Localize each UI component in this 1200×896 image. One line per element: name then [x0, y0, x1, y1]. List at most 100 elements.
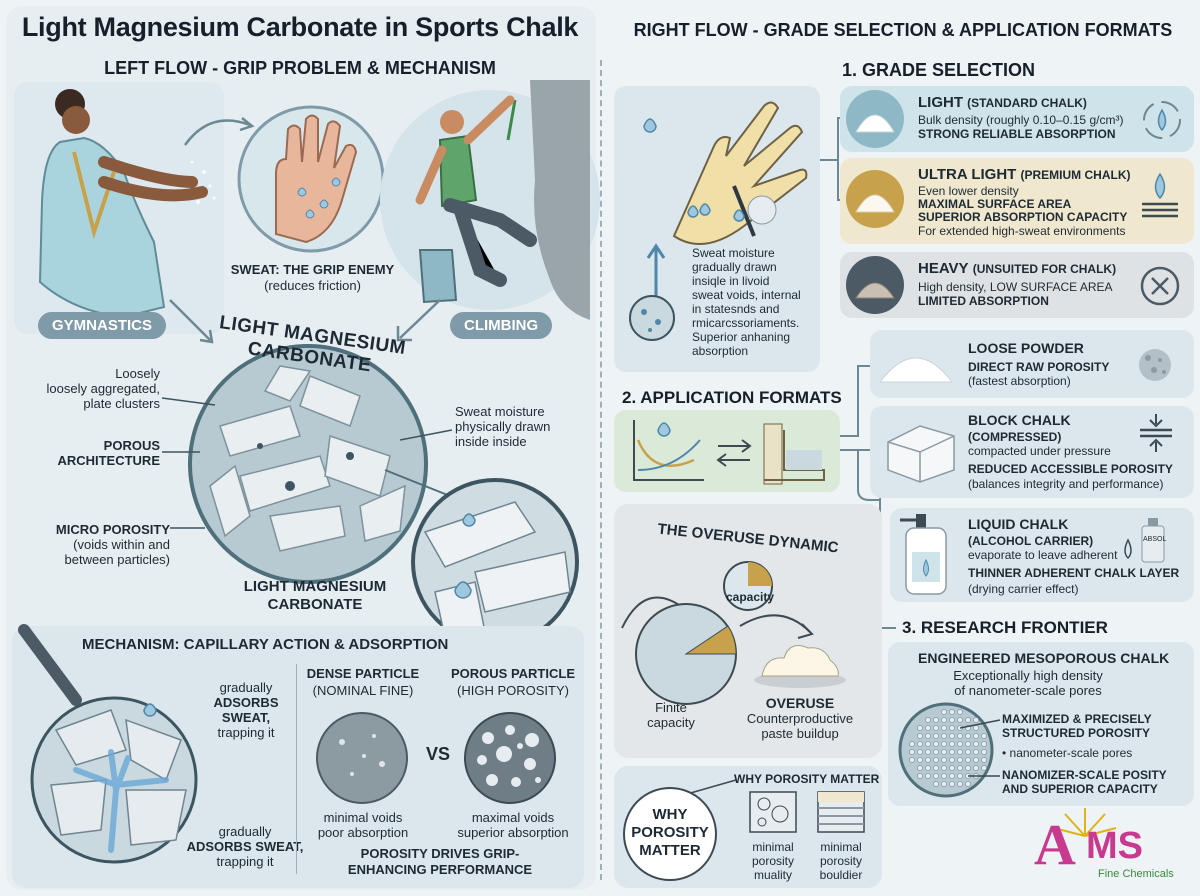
pore [973, 717, 979, 723]
grade-heavy-title: HEAVY (UNSUITED FOR CHALK) [918, 260, 1116, 277]
adsorb-bottom-line-1: gradually [218, 824, 272, 839]
pore [973, 741, 979, 747]
pore [925, 741, 931, 747]
hand-chalk-graphic [629, 101, 808, 341]
porosity-sample-b [817, 791, 865, 833]
hand-text-8: absorption [692, 344, 749, 358]
pore [925, 717, 931, 723]
grade-selection-heading: 1. GRADE SELECTION [842, 60, 1036, 80]
sweat-moisture-annotation: Sweat moisture physically drawn inside i… [455, 404, 585, 449]
pore [957, 765, 963, 771]
grade-light-paren: (STANDARD CHALK) [967, 96, 1087, 110]
hand-text-6: rmicarcssoriaments. [692, 316, 800, 330]
micro-porosity-annotation: MICRO POROSITY (voids within and between… [30, 522, 170, 567]
adsorb-bottom-line-3: trapping it [216, 854, 274, 869]
format-liquid-line1: (ALCOHOL CARRIER) [968, 534, 1094, 548]
grade-ultralight-tail: For extended high-sweat environments [918, 224, 1126, 238]
porous-particle-title: POROUS PARTICLE [451, 666, 575, 681]
grade-light-density: Bulk density (roughly 0.10–0.15 g/cm³) [918, 113, 1124, 127]
compress-icon [1140, 414, 1172, 452]
format-block-title: BLOCK CHALK [968, 412, 1071, 428]
pore [981, 757, 987, 763]
porous-particle-graphic [464, 712, 556, 804]
annotation-leaders [161, 397, 453, 529]
mesoporous-circle [898, 702, 994, 798]
pore [925, 773, 931, 779]
capacity-small-pie [723, 561, 773, 611]
grade-ultralight-paren: (PREMIUM CHALK) [1020, 168, 1131, 182]
research-bold-line-2: STRUCTURED POROSITY [1002, 726, 1151, 740]
pore [941, 709, 947, 715]
pore [949, 733, 955, 739]
hand-sweat-circle [237, 105, 385, 253]
arrow-gym-to-hand [183, 117, 255, 146]
lmc-bottom-line-2: CARBONATE [267, 596, 363, 613]
dense-caption-2: poor absorption [317, 825, 409, 840]
format-block-line3: REDUCED ACCESSIBLE POROSITY [968, 462, 1173, 476]
capacity-label: capacity [726, 590, 775, 604]
format-liquid-title: LIQUID CHALK [968, 516, 1069, 532]
pore [941, 717, 947, 723]
grade-heavy-density: High density, LOW SURFACE AREA [918, 280, 1113, 294]
pore [965, 733, 971, 739]
format-liquid-line4: (drying carrier effect) [968, 582, 1079, 596]
pore [965, 717, 971, 723]
grade-ultralight-name: ULTRA LIGHT [918, 166, 1017, 183]
research-bold-line-3: NANOMIZER-SCALE POSITY [1002, 768, 1167, 782]
pore [965, 765, 971, 771]
grade-ultralight-capacity: SUPERIOR ABSORPTION CAPACITY [918, 210, 1128, 224]
research-title: ENGINEERED MESOPOROUS CHALK [918, 650, 1170, 666]
liquid-chalk-bottle-icon [900, 514, 947, 595]
adsorb-top-line-1: gradually [219, 680, 273, 695]
pore [973, 733, 979, 739]
format-loose-line2: (fastest absorption) [968, 374, 1071, 388]
dense-caption: minimal voids poor absorption [298, 810, 428, 840]
format-block-line4: (balances integrity and performance) [968, 477, 1164, 491]
pore [949, 709, 955, 715]
research-bold-1: MAXIMIZED & PRECISELY STRUCTURED POROSIT… [1002, 712, 1192, 740]
pore [973, 757, 979, 763]
grade-ultralight-surface: MAXIMAL SURFACE AREA [918, 197, 1072, 211]
climber-figure [380, 80, 600, 320]
pore [949, 781, 955, 787]
unsuitable-x-icon [1140, 266, 1180, 306]
overuse-line-2: paste buildup [761, 726, 839, 741]
adsorb-top-line-3: SWEAT, [221, 710, 271, 725]
hand-absorption-text: Sweat moisture gradually drawn insiqle i… [692, 246, 820, 358]
pore [965, 741, 971, 747]
overuse-label-title: OVERUSE [765, 695, 835, 711]
grade-heavy-name: HEAVY [918, 260, 969, 277]
porous-caption: maximal voids superior absorption [448, 810, 578, 840]
loosely-line-3: plate clusters [83, 396, 160, 411]
porous-annotation: POROUS ARCHITECTURE [30, 438, 160, 468]
pore [965, 757, 971, 763]
why-porosity-circle [623, 779, 737, 881]
pore [941, 765, 947, 771]
porous-caption-1: maximal voids [471, 810, 555, 825]
sample-a-line-3: muality [753, 868, 792, 882]
why-circle-line-1: WHY [652, 806, 688, 823]
pore [949, 725, 955, 731]
adsorb-bottom-line-2: ADSORBS SWEAT, [186, 839, 304, 854]
porous-dots-icon [1139, 349, 1171, 381]
grade-light-absorption: STRONG RELIABLE ABSORPTION [918, 127, 1116, 141]
pore [909, 741, 915, 747]
sample-b-line-1: minimal [820, 840, 862, 854]
hand-text-4: sweat voids, internal [692, 288, 801, 302]
hand-text-3: insiqle in livoid [692, 274, 770, 288]
pore [949, 757, 955, 763]
lmc-bottom-line-1: LIGHT MAGNESIUM [243, 578, 387, 595]
dense-caption-1: minimal voids [323, 810, 403, 825]
sample-b-line-2: porosity [819, 854, 863, 868]
pore [957, 749, 963, 755]
lmc-zoom-lens [384, 469, 579, 646]
research-bullet: • nanometer-scale pores [1002, 746, 1133, 760]
center-divider [600, 60, 602, 880]
ams-logo-sunburst [1053, 808, 1117, 837]
pore [957, 757, 963, 763]
grade-light-title: LIGHT (STANDARD CHALK) [918, 94, 1087, 111]
format-loose-title: LOOSE POWDER [968, 340, 1084, 356]
hand-text-5: in statesnds and [692, 302, 780, 316]
mechanism-heading: MECHANISM: CAPILLARY ACTION & ADSORPTION [82, 636, 449, 653]
mechanism-divider [296, 664, 297, 874]
